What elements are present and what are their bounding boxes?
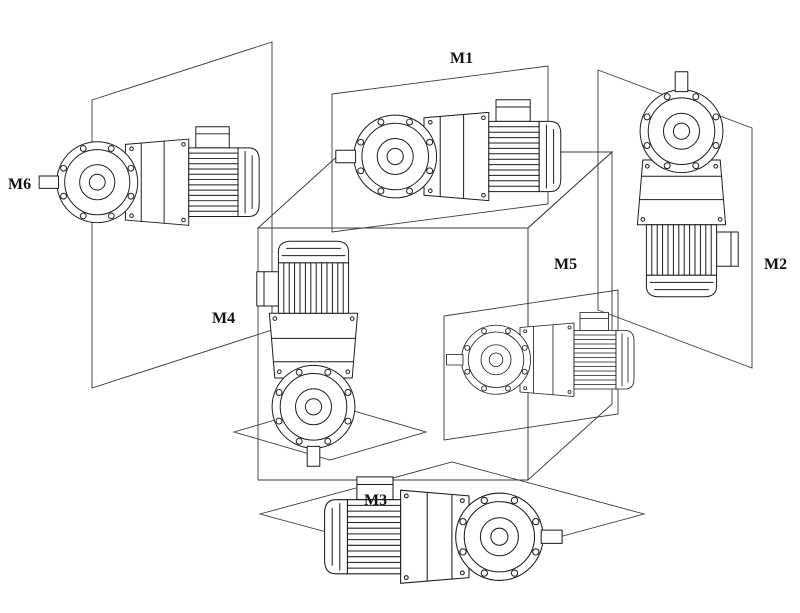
mounting-plane-m5 xyxy=(443,289,619,441)
gearmotor-m6-illustration xyxy=(38,126,260,226)
label-m4: M4 xyxy=(212,310,236,327)
isometric-cube xyxy=(256,150,614,482)
label-m2: M2 xyxy=(764,256,788,273)
gearmotor-m5-illustration xyxy=(446,312,635,397)
label-m5: M5 xyxy=(554,256,578,273)
gearmotor-m4-illustration xyxy=(256,240,359,467)
gearmotor-m3-illustration xyxy=(324,476,563,584)
gearmotor-m2-illustration xyxy=(636,71,739,298)
label-m6: M6 xyxy=(8,176,32,193)
gearmotor-m1-illustration xyxy=(335,99,562,202)
label-m3: M3 xyxy=(364,492,388,509)
mounting-plane-m1 xyxy=(331,65,549,233)
label-m1: M1 xyxy=(450,50,474,67)
